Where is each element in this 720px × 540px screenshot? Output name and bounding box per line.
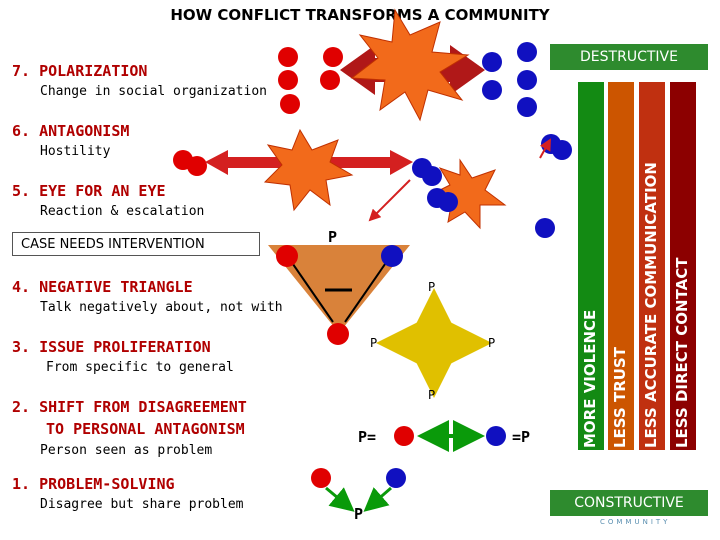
polarization-burst (350, 8, 470, 122)
escalation-burst (428, 158, 507, 230)
person-blue (552, 140, 572, 160)
stage-3-title: 3. ISSUE PROLIFERATION (12, 338, 211, 356)
antagonism-burst (263, 128, 354, 212)
shift-left-label: P= (358, 428, 377, 446)
problem-solving-label: P (354, 505, 364, 523)
person-red (323, 47, 343, 67)
triangle-problem-label: P (328, 228, 338, 246)
person-red (394, 426, 414, 446)
person-red (187, 156, 207, 176)
person-red (278, 70, 298, 90)
person-red (278, 47, 298, 67)
person-red (327, 323, 349, 345)
person-red (320, 70, 340, 90)
person-blue (381, 245, 403, 267)
page-title: HOW CONFLICT TRANSFORMS A COMMUNITY (170, 6, 550, 24)
shift-right-label: =P (512, 428, 531, 446)
stage-4-description: Talk negatively about, not with (40, 300, 283, 315)
bar-less-accurate-communication (639, 82, 665, 450)
bar-label-less-trust: LESS TRUST (611, 347, 629, 448)
proliferation-left-label: P (370, 336, 378, 350)
person-red (311, 468, 331, 488)
stage-6-description: Hostility (40, 144, 111, 159)
stage-6-title: 6. ANTAGONISM (12, 122, 130, 140)
stage-4-title: 4. NEGATIVE TRIANGLE (12, 278, 193, 296)
stage-5-title: 5. EYE FOR AN EYE (12, 182, 166, 200)
stage-7-description: Change in social organization (40, 84, 267, 99)
person-blue (535, 218, 555, 238)
person-blue (482, 52, 502, 72)
person-blue (438, 192, 458, 212)
person-blue (517, 42, 537, 62)
person-blue (422, 166, 442, 186)
constructive-badge: CONSTRUCTIVE (550, 490, 708, 516)
person-blue (517, 70, 537, 90)
stage-2-description: Person seen as problem (40, 443, 213, 458)
stage-3-description: From specific to general (46, 360, 234, 375)
person-red (276, 245, 298, 267)
person-blue (517, 97, 537, 117)
person-blue (482, 80, 502, 100)
proliferation-bottom-label: P (428, 388, 436, 402)
bar-label-more-violence: MORE VIOLENCE (581, 309, 599, 448)
stage-2-title: 2. SHIFT FROM DISAGREEMENT (12, 398, 247, 416)
person-blue (386, 468, 406, 488)
bar-less-direct-contact (670, 82, 696, 450)
case-needs-intervention-box: CASE NEEDS INTERVENTION (12, 232, 260, 256)
stage-1-title: 1. PROBLEM-SOLVING (12, 475, 175, 493)
proliferation-right-label: P (488, 336, 496, 350)
bar-label-less-accurate-communication: LESS ACCURATE COMMUNICATION (642, 162, 660, 448)
community-logo-text: COMMUNITY (600, 518, 671, 526)
bar-label-less-direct-contact: LESS DIRECT CONTACT (673, 257, 691, 448)
person-blue (486, 426, 506, 446)
stage-7-title: 7. POLARIZATION (12, 62, 148, 80)
proliferation-top-label: P (428, 280, 436, 294)
bar-more-violence (578, 82, 604, 450)
bar-less-trust (608, 82, 634, 450)
destructive-badge: DESTRUCTIVE (550, 44, 708, 70)
stage-5-description: Reaction & escalation (40, 204, 205, 219)
stage-2-title-line2: TO PERSONAL ANTAGONISM (46, 420, 245, 438)
stage-1-description: Disagree but share problem (40, 497, 244, 512)
person-red (280, 94, 300, 114)
